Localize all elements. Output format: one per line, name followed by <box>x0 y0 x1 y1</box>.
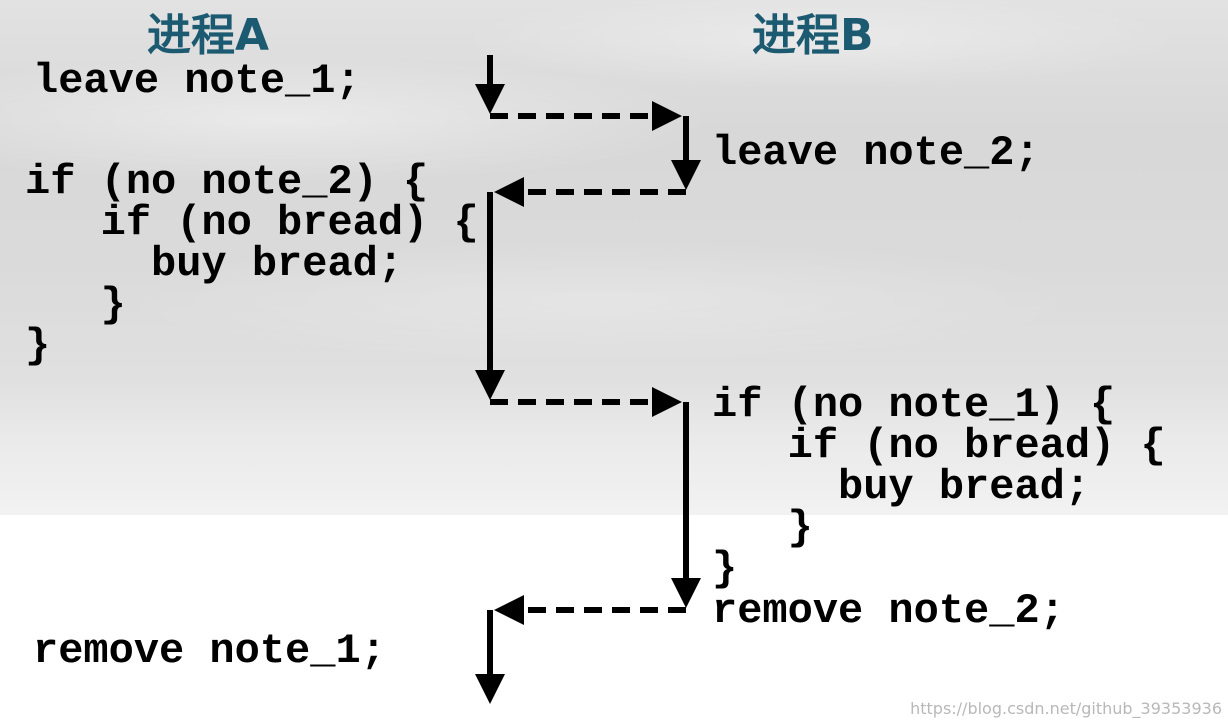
slide-background <box>0 0 1228 515</box>
process-b-leave-note: leave note_2; <box>712 129 1040 177</box>
process-b-title: 进程B <box>752 10 874 61</box>
process-a-check-line-2: if (no bread) { <box>25 199 479 247</box>
process-b-check-line-2: if (no bread) { <box>712 422 1166 470</box>
process-a-title: 进程A <box>147 10 270 61</box>
watermark: https://blog.csdn.net/github_39353936 <box>910 699 1222 718</box>
process-b-check-line-3: buy bread; <box>712 463 1091 511</box>
process-b-check-line-1: if (no note_1) { <box>712 381 1116 429</box>
process-a-check-line-1: if (no note_2) { <box>25 158 429 206</box>
process-a-remove-note: remove note_1; <box>33 627 386 675</box>
process-a-check-line-5: } <box>25 322 51 370</box>
process-b-check-line-5: } <box>712 545 738 593</box>
process-b-remove-note: remove note_2; <box>712 587 1065 635</box>
process-b-check-line-4: } <box>712 504 813 552</box>
process-a-check-line-3: buy bread; <box>25 240 404 288</box>
process-a-leave-note: leave note_1; <box>33 57 361 105</box>
process-a-check-line-4: } <box>25 281 126 329</box>
